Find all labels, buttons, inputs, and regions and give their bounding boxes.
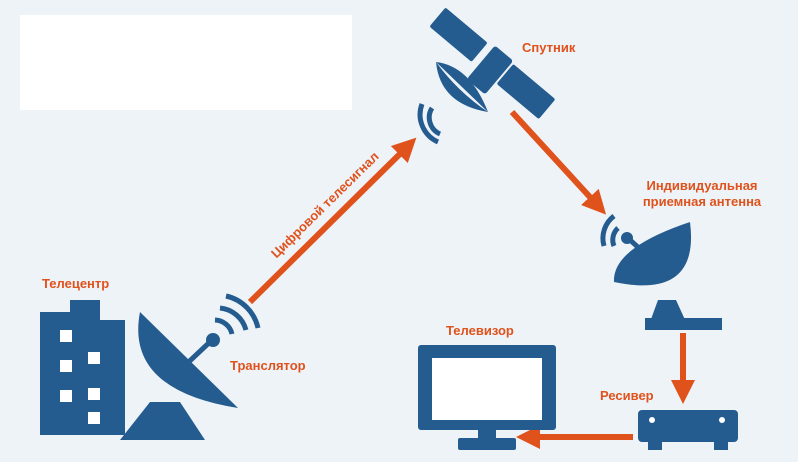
label-receiver: Ресивер — [600, 388, 654, 403]
signal-arrows — [247, 109, 695, 449]
tv-icon — [418, 345, 556, 450]
telecenter-building-icon — [40, 300, 125, 435]
label-receiving-antenna: Индивидуальная приемная антенна — [622, 178, 782, 210]
label-receiving-antenna-line1: Индивидуальная — [646, 178, 758, 193]
receiving-antenna-icon — [600, 214, 722, 330]
arrow-satellite-to-antenna — [509, 109, 607, 215]
label-telecenter: Телецентр — [42, 276, 110, 291]
blank-white-panel — [20, 15, 352, 110]
label-satellite: Спутник — [522, 40, 576, 55]
transmitter-dish-icon — [120, 293, 261, 440]
arrow-transmitter-to-satellite — [247, 137, 417, 305]
label-tv: Телевизор — [446, 323, 514, 338]
satellite-icon — [417, 8, 555, 145]
label-receiving-antenna-line2: приемная антенна — [642, 194, 762, 209]
label-digital-signal: Цифровой телесигнал — [268, 149, 382, 261]
receiver-icon — [638, 410, 738, 450]
label-transmitter: Транслятор — [230, 358, 306, 373]
